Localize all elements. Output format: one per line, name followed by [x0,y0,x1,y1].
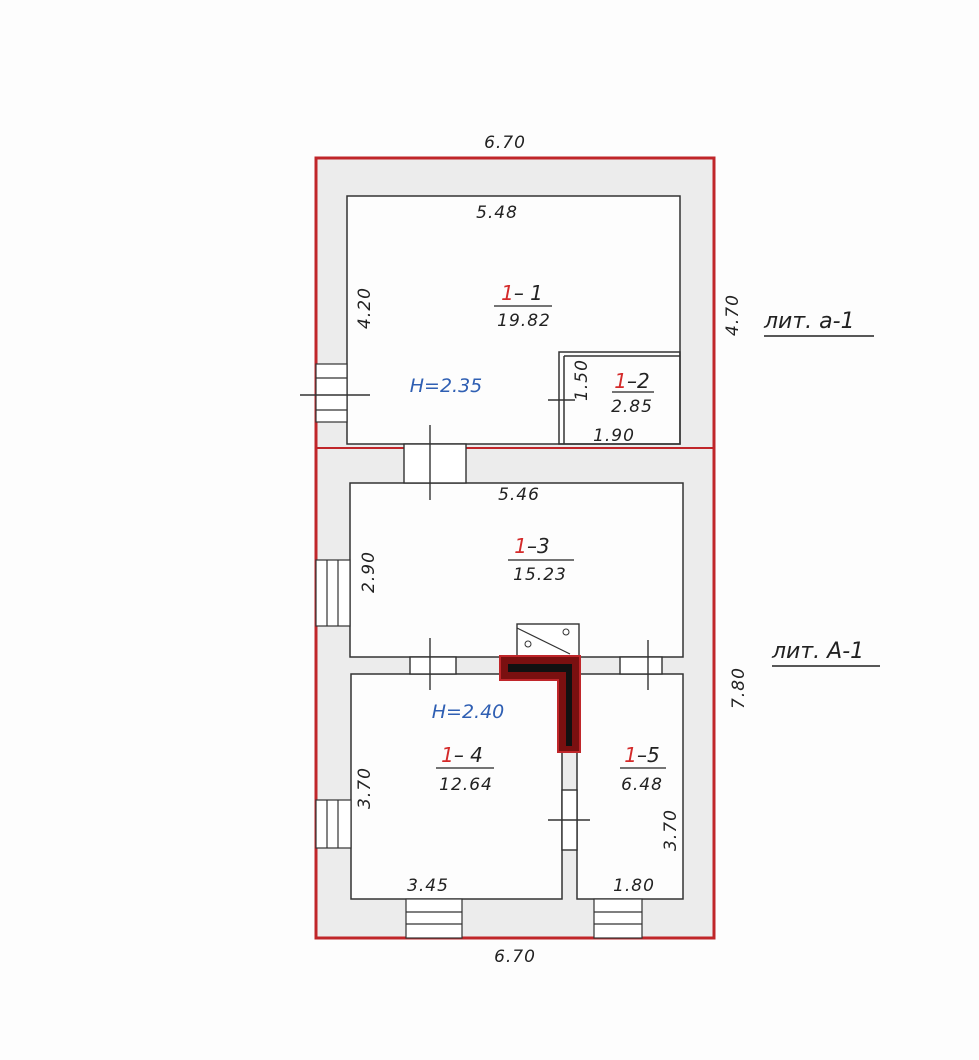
doors [300,394,663,851]
room-number-suffix: –5 [637,743,660,767]
room-area: 12.64 [439,775,493,795]
lit-A-text: лит. А-1 [771,639,864,664]
room-number-prefix: 1 [624,743,637,767]
windows [315,363,643,939]
dim-right-top: 4.70 [723,294,743,336]
dim-r14-height: 3.70 [355,767,375,809]
room-1-2-label: 1–2 2.85 [611,369,654,417]
room-number-prefix: 1 [501,281,514,305]
stove [499,623,581,753]
room-number-suffix: –2 [627,369,650,393]
dim-r11-height: 4.20 [355,287,375,329]
room-1-1-label: 1– 1 19.82 [494,281,552,331]
room-area: 2.85 [611,397,653,417]
room-area: 19.82 [497,311,551,331]
dim-r11-width: 5.48 [476,203,518,223]
room-number-suffix: –3 [527,534,550,558]
dim-r12-width: 1.90 [593,426,635,446]
svg-text:1–5: 1–5 [624,743,659,767]
svg-text:1–3: 1–3 [514,534,549,558]
room-number-suffix: – 1 [514,281,543,305]
room-number-prefix: 1 [514,534,527,558]
window-left-top [315,363,348,423]
dim-bottom-outer: 6.70 [494,947,536,967]
room-1-4-label: 1– 4 12.64 [436,743,494,795]
dim-r14-width: 3.45 [407,876,449,896]
lit-a-text: лит. а-1 [763,309,855,334]
height-bottom: H=2.40 [432,701,505,723]
svg-text:1–2: 1–2 [614,369,649,393]
room-1-5-label: 1–5 6.48 [620,743,666,795]
label-lit-a: лит. а-1 [763,309,874,337]
svg-text:1– 1: 1– 1 [501,281,543,305]
chimney-duct [499,655,581,753]
dim-r13-height: 2.90 [359,551,379,593]
door-room-1-5 [619,640,663,690]
room-1-1-outline [346,195,681,445]
outer-wall-outline [314,156,716,940]
dim-r12-height: 1.50 [572,359,592,401]
label-lit-A: лит. А-1 [771,639,880,667]
dim-top-outer: 6.70 [484,133,526,153]
dim-r15-height: 3.70 [661,809,681,851]
svg-text:1– 4: 1– 4 [441,743,483,767]
room-area: 15.23 [513,565,567,585]
window-left-middle [315,559,351,627]
dim-right-bottom: 7.80 [729,667,749,709]
room-1-3-label: 1–3 15.23 [508,534,574,585]
door-entrance [403,425,467,500]
room-area: 6.48 [621,775,663,795]
height-top: H=2.35 [410,375,483,397]
window-bottom-right [593,898,643,939]
room-number-suffix: – 4 [454,743,483,767]
window-bottom-left [405,898,463,939]
door-1-4-1-5 [548,789,590,851]
room-number-prefix: 1 [614,369,627,393]
door-room-1-4 [409,638,457,690]
dim-r13-width: 5.46 [498,485,540,505]
dim-r15-width: 1.80 [613,876,655,896]
room-number-prefix: 1 [441,743,454,767]
room-1-2-outline [558,351,681,445]
window-left-bottom [315,799,352,849]
